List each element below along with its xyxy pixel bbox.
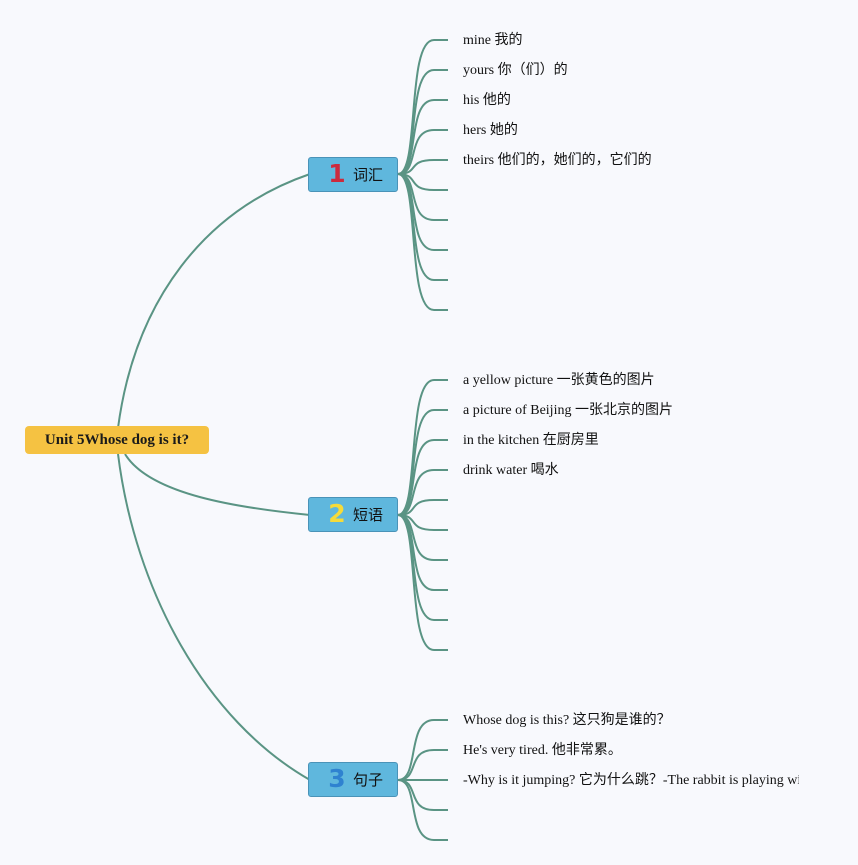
root-to-branch-2-line xyxy=(124,453,311,516)
leaf-item[interactable]: a picture of Beijing 一张北京的图片 xyxy=(463,403,673,418)
root-to-branch-3-line xyxy=(117,453,311,781)
branch-2-leaf-line xyxy=(397,499,448,516)
branch-label-sentences: 句子 xyxy=(353,771,384,789)
branch-label-phrases: 短语 xyxy=(353,506,384,524)
branch-1-leaf-line xyxy=(397,159,448,175)
leaf-item[interactable]: mine 我的 xyxy=(463,33,523,48)
leaf-item[interactable]: in the kitchen 在厨房里 xyxy=(463,433,599,448)
leaf-item[interactable]: He's very tired. 他非常累。 xyxy=(463,743,622,758)
branch-2-leaf-line xyxy=(397,469,448,516)
branch-1-leaf-line xyxy=(397,129,448,175)
leaf-item[interactable]: Whose dog is this? 这只狗是谁的？ xyxy=(463,713,671,728)
branch-3-leaf-line xyxy=(397,779,448,841)
branch-3-leaf-line xyxy=(397,719,448,781)
leaf-item[interactable]: his 他的 xyxy=(463,93,511,108)
branch-2-leaf-line xyxy=(397,409,448,516)
number-two-icon: 2 xyxy=(328,499,346,528)
branch-1-leaf-line xyxy=(397,173,448,311)
branch-label-vocabulary: 词汇 xyxy=(353,166,384,184)
leaf-item[interactable]: yours 你（们）的 xyxy=(463,63,568,78)
branch-node-phrases[interactable]: 2 短语 xyxy=(308,497,398,532)
branch-1-leaf-line xyxy=(397,99,448,175)
branch-2-leaf-line xyxy=(397,514,448,591)
number-one-icon: 1 xyxy=(328,159,346,188)
leaf-item[interactable]: -Why is it jumping? 它为什么跳？-The rabbit is… xyxy=(463,773,799,788)
branch-node-sentences[interactable]: 3 句子 xyxy=(308,762,398,797)
leaf-item[interactable]: theirs 他们的，她们的，它们的 xyxy=(463,153,652,168)
leaf-item[interactable]: hers 她的 xyxy=(463,123,518,138)
root-node[interactable]: Unit 5Whose dog is it? xyxy=(25,426,209,454)
number-three-icon: 3 xyxy=(328,764,346,793)
root-to-branch-1-line xyxy=(117,173,311,429)
leaf-item[interactable]: a yellow picture 一张黄色的图片 xyxy=(463,373,655,388)
branch-2-leaf-line xyxy=(397,514,448,651)
branch-3-leaf-line xyxy=(397,749,448,781)
branch-1-leaf-line xyxy=(397,173,448,251)
root-label: Unit 5Whose dog is it? xyxy=(44,432,190,448)
branch-2-leaf-line xyxy=(397,439,448,516)
branch-node-vocabulary[interactable]: 1 词汇 xyxy=(308,157,398,192)
leaf-item[interactable]: drink water 喝水 xyxy=(463,463,559,478)
branch-1-leaf-line xyxy=(397,69,448,175)
